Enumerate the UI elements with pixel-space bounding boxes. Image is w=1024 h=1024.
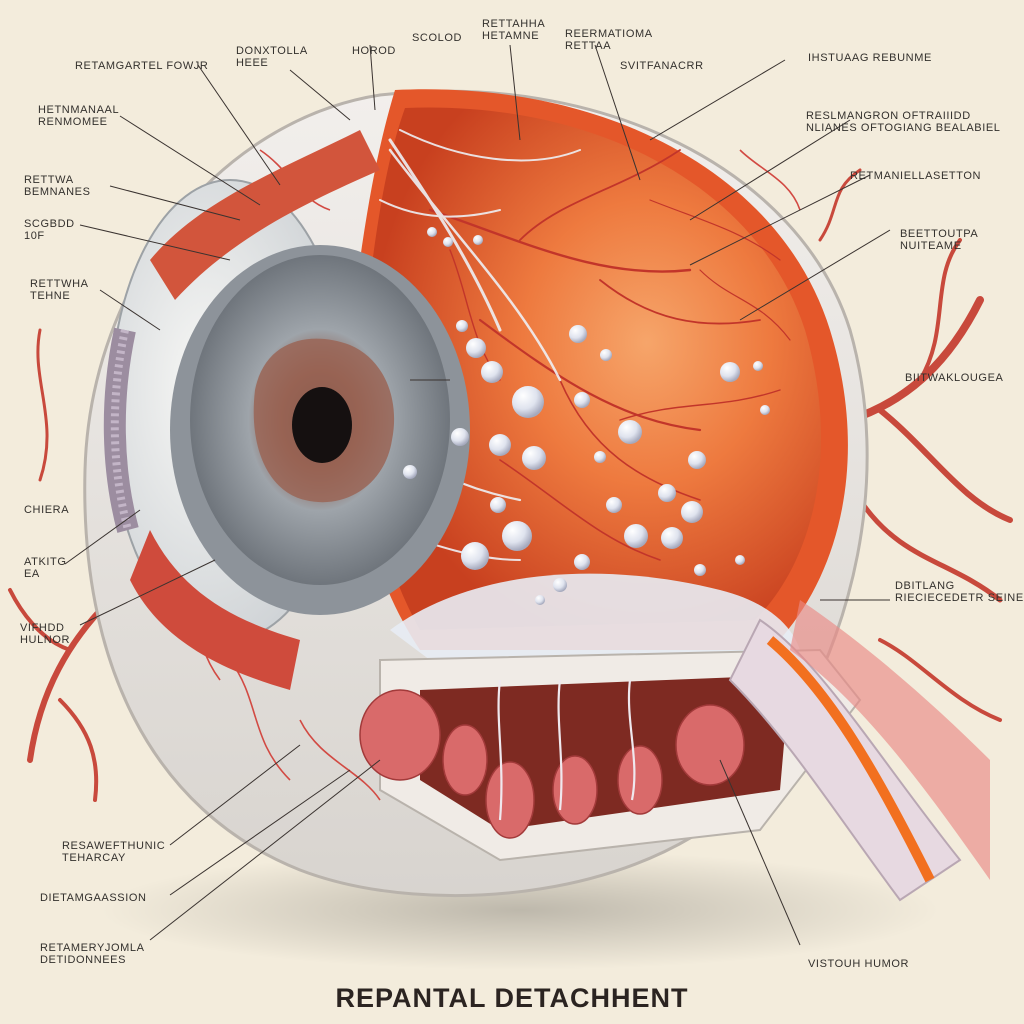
label-beettoutpa: BEETTOUTPA NUITEAME — [900, 228, 979, 252]
label-scgbdd: SCGBDD 10F — [24, 218, 75, 242]
label-dbitlang: DBITLANG RIECIECEDETR SEINE — [895, 580, 1024, 604]
label-reslmangron: RESLMANGRON OFTRAIIIDD NLIANES OFTOGIANG… — [806, 110, 1001, 134]
label-ihstuaag: IHSTUAAG REBUNME — [808, 52, 932, 64]
label-rettahha: RETTAHHA HETAMNE — [482, 18, 546, 42]
label-retameryjomla: RETAMERYJOMLA DETIDONNEES — [40, 942, 145, 966]
label-svitfanacrr: SVITFANACRR — [620, 60, 704, 72]
cutaway-lobes — [359, 689, 745, 839]
label-vifhdd: VIFHDD HULNOR — [20, 622, 71, 646]
label-biitwakllougea: BIITWAKLOUGEA — [905, 372, 1004, 384]
outer-wall-right — [790, 600, 990, 880]
label-rettwa: RETTWA BEMNANES — [24, 174, 91, 198]
diagram-title: REPANTAL DETACHHENT — [335, 983, 689, 1013]
label-hetnmanaal: HETNMANAAL RENMOMEE — [38, 104, 120, 128]
leader-lines — [64, 44, 891, 946]
label-dietamgaassion: DIETAMGAASSION — [40, 892, 147, 904]
subretinal-fluid — [390, 573, 800, 660]
label-retmaniellasetton: RETMANIELLASETTON — [850, 170, 982, 182]
lower-muscle — [130, 530, 300, 690]
label-vistouh-humor: VISTOUH HUMOR — [808, 958, 910, 970]
label-scolod: SCOLOD — [412, 32, 463, 44]
label-chiera: CHIERA — [24, 504, 70, 516]
label-atkitg: ATKITG EA — [24, 556, 67, 580]
ciliary-band — [103, 327, 139, 533]
label-retamgartel: RETAMGARTEL FOWJR — [75, 60, 209, 72]
label-rettwha: RETTWHA TEHNE — [30, 278, 89, 302]
label-horod: HOROD — [352, 45, 396, 57]
shadow — [100, 850, 940, 970]
label-reermatioma: REERMATIOMA RETTAA — [565, 28, 653, 52]
cutaway-strands — [497, 679, 636, 821]
label-resawefthunic: RESAWEFTHUNIC TEHARCAY — [62, 840, 166, 864]
bubbles — [403, 227, 770, 605]
upper-muscle — [150, 130, 380, 300]
pupil — [292, 387, 352, 463]
label-donxtolla: DONXTOLLA HEEE — [236, 45, 308, 69]
retinal-vessels — [428, 149, 791, 561]
